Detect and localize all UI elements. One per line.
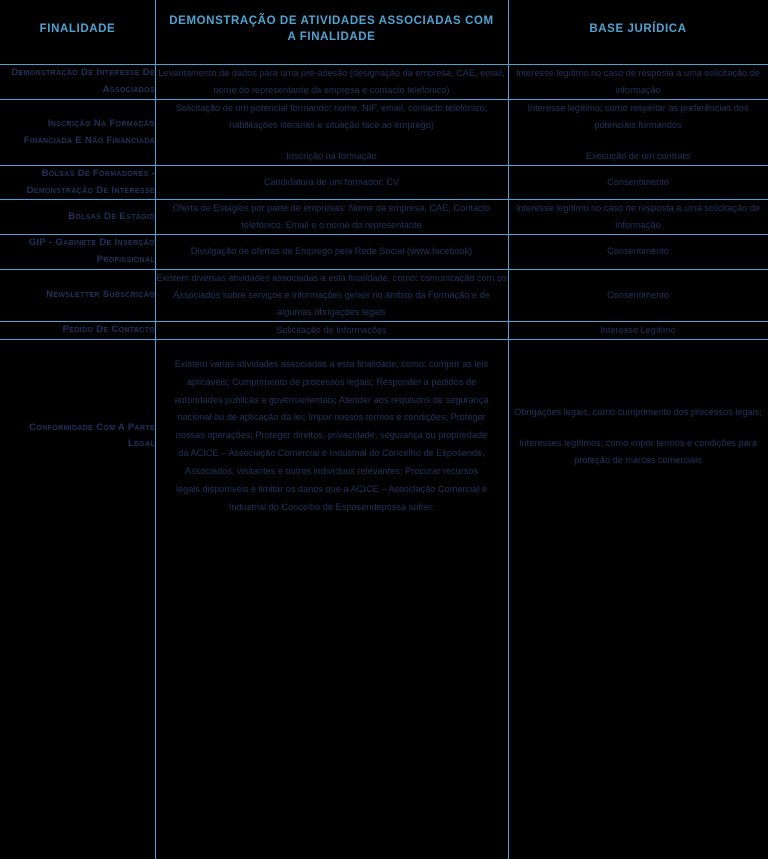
cell-demonstration: Candidatura de um formador: CV: [155, 165, 508, 201]
table-row: Demonstração de Interesse de Associados …: [0, 64, 768, 101]
table-row: Inscrição na Formação Financiada e Não F…: [0, 99, 768, 167]
paragraph: Divulgação de ofertas de Emprego pela Re…: [190, 246, 473, 257]
paragraph: Solicitação de um potencial formando: no…: [175, 103, 488, 131]
cell-demonstration: Oferta de Estágios por parte de empresas…: [155, 199, 508, 236]
paragraph: Existem diversas atividades associadas a…: [156, 272, 507, 317]
paragraph: Consentimento: [607, 289, 669, 300]
cell-demonstration: Existem diversas atividades associadas a…: [155, 269, 508, 322]
paragraph: Obrigações legais, como cumprimento dos …: [514, 406, 762, 417]
purposes-table: FINALIDADE DEMONSTRAÇÃO DE ATIVIDADES AS…: [0, 0, 768, 534]
cell-purpose: Demonstração de Interesse de Associados: [0, 64, 155, 101]
table-header-row: FINALIDADE DEMONSTRAÇÃO DE ATIVIDADES AS…: [0, 0, 768, 65]
cell-purpose: Inscrição na Formação Financiada e Não F…: [0, 99, 155, 167]
cell-purpose: Bolsas de Estágio: [0, 199, 155, 236]
column-divider-2: [508, 0, 509, 859]
paragraph: Consentimento: [607, 177, 669, 188]
table-row: GIP - Gabinete de Inserção Profissional …: [0, 234, 768, 270]
paragraph: Interesse Legítimo: [600, 324, 676, 335]
paragraph: Execução de um contrato: [585, 151, 691, 162]
paragraph: Interesse legítimo, como respeitar as pr…: [527, 103, 749, 131]
paragraph: Inscrição na formação: [286, 151, 377, 162]
cell-legal-basis: Consentimento: [508, 269, 768, 322]
header-demonstracao-atividades: DEMONSTRAÇÃO DE ATIVIDADES ASSOCIADAS CO…: [155, 0, 508, 65]
cell-purpose: Newsletter Subscrição: [0, 269, 155, 322]
paragraph: Candidatura de um formador: CV: [263, 177, 400, 188]
paragraph: Oferta de Estágios por parte de empresas…: [172, 203, 491, 231]
cell-legal-basis: Obrigações legais, como cumprimento dos …: [508, 339, 768, 533]
table-row: Newsletter Subscrição Existem diversas a…: [0, 269, 768, 322]
paragraph: Solicitação de Informações: [276, 324, 387, 335]
cell-demonstration: Divulgação de ofertas de Emprego pela Re…: [155, 234, 508, 270]
table-row: Conformidade com a Parte Legal Existem v…: [0, 339, 768, 533]
cell-legal-basis: Interesse legítimo, como respeitar as pr…: [508, 99, 768, 167]
cell-purpose: Conformidade com a Parte Legal: [29, 421, 155, 450]
column-divider-1: [155, 0, 156, 859]
header-finalidade: FINALIDADE: [0, 0, 155, 65]
paragraph: Levantamento de dados para uma pré-adesã…: [158, 68, 505, 96]
paragraph: Interesse legítimo no caso de resposta a…: [515, 203, 761, 231]
table-row: Bolsas de Estágio Oferta de Estágios por…: [0, 199, 768, 236]
paragraph: Interesses legítimos, como impor termos …: [519, 437, 757, 465]
cell-legal-basis: Interesse Legítimo: [508, 321, 768, 340]
paragraph: Existem várias atividades associadas a e…: [174, 358, 489, 513]
cell-legal-basis: Interesse legítimo no caso de resposta a…: [508, 199, 768, 236]
table-row: Bolsas de Formadores - Demonstração de I…: [0, 165, 768, 201]
cell-demonstration: Solicitação de um potencial formando: no…: [155, 99, 508, 167]
table-row: Pedido de Contacto Solicitação de Inform…: [0, 321, 768, 340]
cell-legal-basis: Consentimento: [508, 165, 768, 201]
header-base-juridica: BASE JURÍDICA: [508, 0, 768, 65]
cell-legal-basis: Consentimento: [508, 234, 768, 270]
cell-purpose: Pedido de Contacto: [0, 321, 155, 340]
cell-demonstration: Existem várias atividades associadas a e…: [155, 339, 508, 533]
cell-demonstration: Solicitação de Informações: [155, 321, 508, 340]
cell-legal-basis: Interesse legítimo no caso de resposta a…: [508, 64, 768, 101]
table-body: Demonstração de Interesse de Associados …: [0, 64, 768, 534]
cell-demonstration: Levantamento de dados para uma pré-adesã…: [155, 64, 508, 101]
paragraph: Interesse legítimo no caso de resposta a…: [515, 68, 761, 96]
paragraph: Consentimento: [607, 246, 669, 257]
cell-purpose: Bolsas de Formadores - Demonstração de I…: [0, 165, 155, 201]
cell-purpose: GIP - Gabinete de Inserção Profissional: [0, 234, 155, 270]
